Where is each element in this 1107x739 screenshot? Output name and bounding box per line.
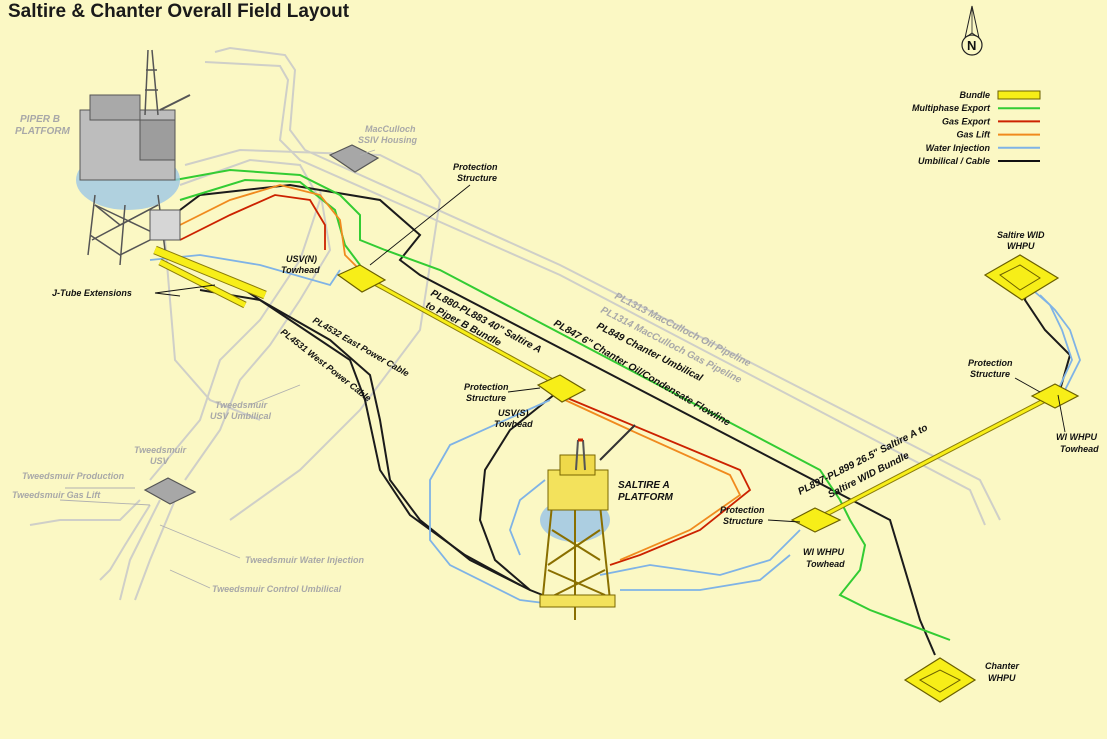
label-wi-towhead-1a: WI WHPU	[803, 547, 844, 557]
label-tw-usv-1: Tweedsmuir	[134, 445, 187, 455]
label-protection-3a: Protection	[720, 505, 765, 515]
label-tw-water: Tweedsmuir Water Injection	[245, 555, 365, 565]
label-chanter-whpu-1: Chanter	[985, 661, 1020, 671]
usv-s-towhead	[536, 374, 587, 403]
legend-label: Bundle	[960, 90, 991, 100]
label-protection-1a: Protection	[453, 162, 498, 172]
north-label: N	[967, 38, 976, 53]
label-tw-usv-umb-2: USV Umbilical	[210, 411, 272, 421]
label-macculloch-1: MacCulloch	[365, 124, 416, 134]
multiphase-export-lines	[174, 168, 951, 641]
gas-export-lines	[179, 194, 752, 566]
label-wi-towhead-1b: Towhead	[806, 559, 845, 569]
water-injection-lines	[149, 254, 1081, 606]
legend-label: Gas Export	[942, 116, 991, 126]
label-piper-b-2: PLATFORM	[15, 126, 70, 137]
saltire-wid-whpu-structure	[983, 254, 1060, 301]
bundles	[153, 245, 1057, 523]
gas-lift-lines	[179, 184, 742, 561]
label-tw-gas-lift: Tweedsmuir Gas Lift	[12, 490, 101, 500]
macculloch-ssiv-housing	[328, 144, 380, 173]
label-usv-s-1: USV(S)	[498, 408, 529, 418]
wi-whpu-towhead-1	[790, 507, 842, 533]
chanter-whpu-structure	[903, 657, 977, 703]
label-tw-usv-umb-1: Tweedsmuir	[215, 400, 268, 410]
label-protection-2a: Protection	[464, 382, 509, 392]
label-protection-4b: Structure	[970, 369, 1010, 379]
label-tw-control: Tweedsmuir Control Umbilical	[212, 584, 342, 594]
label-chanter-whpu-2: WHPU	[988, 673, 1016, 683]
legend-label: Gas Lift	[956, 130, 991, 140]
label-usv-n-2: Towhead	[281, 265, 320, 275]
usv-n-towhead	[336, 264, 387, 293]
label-protection-2b: Structure	[466, 393, 506, 403]
structure-labels: MacCulloch SSIV Housing Protection Struc…	[12, 124, 1099, 683]
north-arrow: N	[961, 5, 983, 56]
saltire-a-platform	[539, 424, 636, 620]
label-saltire-wid-1: Saltire WID	[997, 230, 1045, 240]
legend-swatch	[997, 90, 1041, 100]
label-macculloch-2: SSIV Housing	[358, 135, 418, 145]
grey-leader-lines	[59, 149, 376, 589]
diagram-title: Saltire & Chanter Overall Field Layout	[8, 1, 350, 22]
label-saltire-a-2: PLATFORM	[618, 492, 673, 503]
label-protection-4a: Protection	[968, 358, 1013, 368]
tweedsmuir-usv-structure	[143, 477, 197, 505]
label-usv-n-1: USV(N)	[286, 254, 317, 264]
platform-labels: PIPER B PLATFORM SALTIRE A PLATFORM	[15, 114, 673, 503]
label-jtube: J-Tube Extensions	[52, 288, 132, 298]
leader-lines	[154, 184, 1066, 523]
label-saltire-wid-2: WHPU	[1007, 241, 1035, 251]
legend-label: Umbilical / Cable	[918, 156, 990, 166]
pipeline-labels: PL4532 East Power Cable PL4531 West Powe…	[279, 288, 930, 501]
label-piper-b-1: PIPER B	[20, 114, 60, 125]
label-tw-production: Tweedsmuir Production	[22, 471, 125, 481]
piper-b-platform	[76, 49, 191, 266]
legend-label: Multiphase Export	[912, 103, 991, 113]
label-usv-s-2: Towhead	[494, 419, 533, 429]
label-wi-towhead-2a: WI WHPU	[1056, 432, 1097, 442]
label-wi-towhead-2b: Towhead	[1060, 444, 1099, 454]
label-saltire-a-1: SALTIRE A	[618, 480, 670, 491]
existing-pipelines	[29, 46, 1001, 601]
label-tw-usv-2: USV	[150, 456, 170, 466]
wi-whpu-towhead-2	[1030, 383, 1080, 409]
label-protection-3b: Structure	[723, 516, 763, 526]
umbilical-lines	[179, 183, 1072, 656]
label-protection-1b: Structure	[457, 173, 497, 183]
legend-label: Water Injection	[926, 143, 991, 153]
